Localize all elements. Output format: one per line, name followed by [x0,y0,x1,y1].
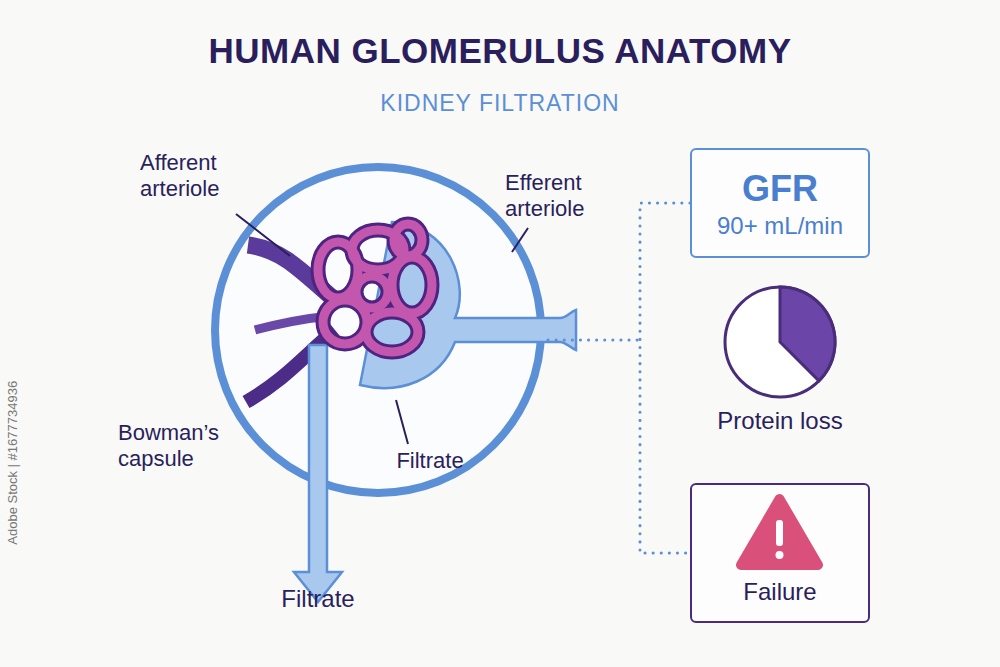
efferent-arteriole [360,222,576,388]
alert-box: Failure [690,483,870,623]
part-name: Filtrate [365,448,495,474]
glomerulus [318,224,432,352]
dotted-connector [640,203,690,553]
pie-icon-node: Protein loss [690,280,870,450]
filtrate-arrow [294,345,342,602]
part-name: Bowman’s capsule [118,420,238,473]
glomerulus [318,224,432,352]
dotted-leader [548,339,640,342]
subtitle: KIDNEY FILTRATION [0,90,1000,118]
pie-icon [690,280,870,410]
node-value: 90+ mL/min [717,211,843,241]
node-heading: Protein loss [717,406,842,436]
node-heading: GFR [742,166,818,211]
warning-icon [692,485,867,575]
metric-box: GFR90+ mL/min [690,148,870,258]
title: HUMAN GLOMERULUS ANATOMY [0,30,1000,72]
node-heading: Failure [743,577,816,607]
part-name: Afferent arteriole [140,150,260,203]
leader-lines [236,214,528,444]
watermark: Adobe Stock | #1677734936 [5,338,21,588]
part-name: Efferent arteriole [505,170,625,223]
part-name: Filtrate [250,585,386,614]
